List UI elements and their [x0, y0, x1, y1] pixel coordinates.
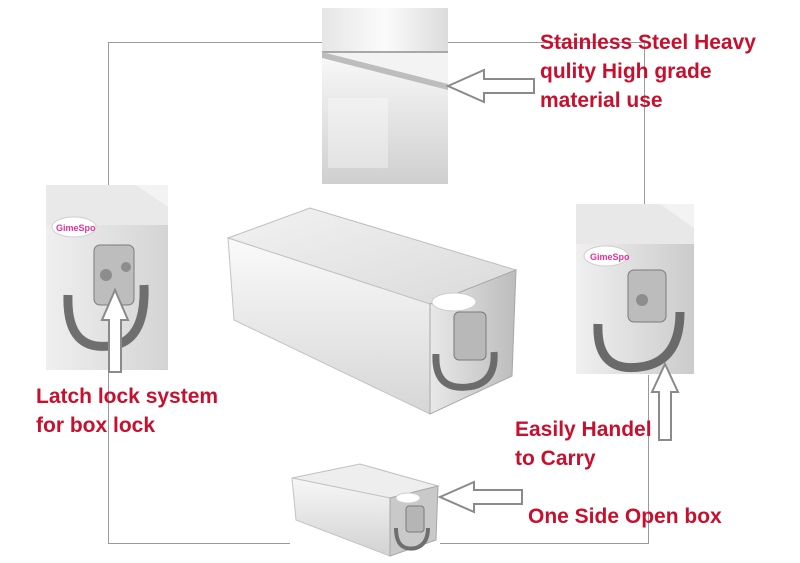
arrow-up-handle: [650, 362, 680, 441]
caption-latch-line-1: Latch lock system: [36, 385, 219, 408]
caption-latch-lock: Latch lock system for box lock: [36, 382, 218, 440]
caption-steel-quality: Stainless Steel Heavy qulity High grade …: [540, 28, 756, 115]
brand-logo-right: GimeSpo: [590, 252, 630, 262]
frame-line-left-lower: [108, 372, 109, 543]
open-box-photo: [290, 462, 440, 558]
frame-line-right-upper: [644, 42, 645, 204]
caption-open-line-1: One Side Open box: [528, 505, 722, 528]
brand-logo: GimeSpo: [56, 223, 96, 233]
frame-line-top-right: [448, 42, 644, 43]
arrow-up-latch: [100, 288, 130, 373]
caption-latch-line-2: for box lock: [36, 414, 156, 437]
caption-one-side-open: One Side Open box: [528, 502, 722, 531]
frame-line-bottom: [108, 543, 300, 544]
caption-steel-line-2: qulity High grade: [540, 60, 712, 83]
caption-steel-line-3: material use: [540, 89, 663, 112]
caption-steel-line-1: Stainless Steel Heavy: [540, 31, 756, 54]
arrow-left-open: [438, 480, 523, 514]
handle-closeup-photo: GimeSpo: [576, 204, 694, 374]
frame-line-left-upper: [108, 42, 109, 185]
arrow-left-steel: [446, 68, 535, 104]
frame-line-top: [108, 42, 322, 43]
latch-closeup-photo: GimeSpo: [46, 185, 168, 370]
caption-handle-line-2: to Carry: [515, 447, 596, 470]
frame-line-right-lower: [648, 375, 649, 543]
main-box-photo: [224, 204, 520, 416]
caption-handle-line-1: Easily Handel: [515, 418, 652, 441]
frame-line-bottom-right: [438, 543, 649, 544]
caption-easy-carry: Easily Handel to Carry: [515, 415, 652, 473]
lid-edge-closeup-photo: [322, 8, 448, 184]
